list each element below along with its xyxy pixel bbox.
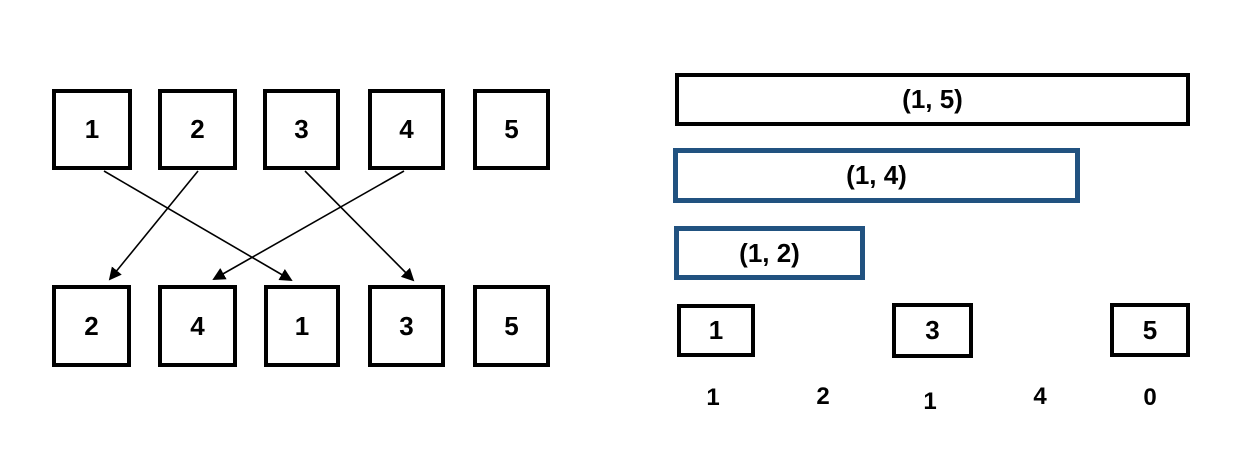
arrow-2-to-1 (108, 170, 199, 281)
leaf-box-5: 5 (1110, 303, 1190, 357)
value-label-5: 0 (1143, 384, 1157, 411)
value-label-2: 2 (816, 383, 830, 410)
top-box-1: 1 (52, 89, 132, 170)
value-label-1: 1 (706, 384, 720, 411)
top-box-5: 5 (473, 89, 550, 170)
bottom-box-2: 4 (158, 285, 237, 367)
value-label-3: 1 (923, 388, 937, 415)
top-box-3: 3 (263, 89, 340, 170)
bottom-box-5: 5 (473, 285, 550, 367)
bottom-box-1: 2 (52, 285, 131, 367)
value-label-4: 4 (1033, 383, 1047, 410)
top-box-2: 2 (158, 89, 237, 170)
interval-bar-1-2: (1, 2) (674, 226, 865, 280)
arrow-3-to-4 (304, 170, 415, 282)
interval-bar-1-5: (1, 5) (675, 73, 1190, 126)
top-box-4: 4 (368, 89, 445, 170)
arrow-4-to-2 (212, 170, 405, 280)
interval-bar-1-4: (1, 4) (673, 148, 1080, 203)
arrow-1-to-3 (103, 170, 293, 281)
leaf-box-3: 3 (892, 303, 973, 358)
leaf-box-1: 1 (677, 304, 755, 357)
bottom-box-3: 1 (264, 285, 340, 367)
bottom-box-4: 3 (368, 285, 445, 367)
